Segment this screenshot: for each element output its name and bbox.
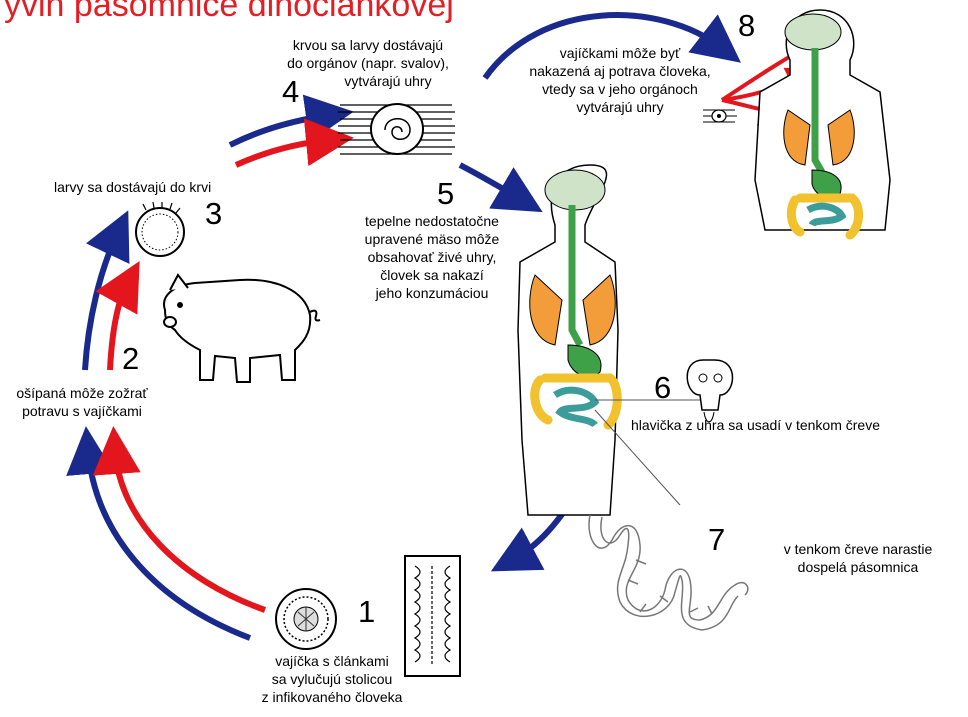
step-5-line-1: tepelne nedostatočne <box>332 212 532 230</box>
step-4-text: krvou sa larvy dostávajú do orgánov (nap… <box>268 36 468 90</box>
step-4-line-2: do orgánov (napr. svalov), <box>268 54 468 72</box>
step-5-number: 5 <box>437 178 454 210</box>
step-1-line-3: z infikovaného človeka <box>242 688 422 706</box>
arrow-1-to-2-red <box>115 450 265 610</box>
step-5-line-5: jeho konzumáciou <box>332 284 532 302</box>
step-2-number: 2 <box>122 343 139 375</box>
step-4-line-1: krvou sa larvy dostávajú <box>268 36 468 54</box>
pig-icon <box>164 275 320 382</box>
step-8-text: vajíčkami môže byť nakazená aj potrava č… <box>500 44 740 116</box>
step-6-number: 6 <box>654 372 671 404</box>
step-3-number: 3 <box>205 198 222 230</box>
step-3-line-1: larvy sa dostávajú do krvi <box>54 178 274 196</box>
step-5-line-4: človek sa nakazí <box>332 266 532 284</box>
step-6-text: hlavička z uhra sa usadí v tenkom čreve <box>631 416 961 434</box>
step-6-line-1: hlavička z uhra sa usadí v tenkom čreve <box>631 416 961 434</box>
step-7-number: 7 <box>708 524 725 556</box>
step-2-text: ošípaná môže zožrať potravu s vajíčkami <box>2 384 162 420</box>
step-7-text: v tenkom čreve narastie dospelá pásomnic… <box>748 540 968 576</box>
step-7-line-2: dospelá pásomnica <box>748 558 968 576</box>
scolex-icon <box>687 360 732 422</box>
step-2-line-1: ošípaná môže zožrať <box>2 384 162 402</box>
human-torso-icon <box>755 10 890 235</box>
arrow-1-to-2-blue <box>88 450 250 638</box>
step-1-number: 1 <box>358 596 375 628</box>
larva-icon <box>136 202 184 256</box>
step-1-line-2: sa vylučujú stolicou <box>242 670 422 688</box>
arrow-4-to-5-blue <box>460 165 522 200</box>
step-5-line-3: obsahovať živé uhry, <box>332 248 532 266</box>
egg-icon <box>276 589 336 649</box>
step-8-line-2: nakazená aj potrava človeka, <box>500 62 740 80</box>
arrow-3-to-4-red <box>236 140 330 165</box>
step-2-line-2: potravu s vajíčkami <box>2 402 162 420</box>
step-7-line-1: v tenkom čreve narastie <box>748 540 968 558</box>
step-8-line-3: vtedy sa v jeho orgánoch <box>500 80 740 98</box>
step-8-line-4: vytvárajú uhry <box>500 98 740 116</box>
step-3-text: larvy sa dostávajú do krvi <box>54 178 274 196</box>
step-5-line-2: upravené mäso môže <box>332 230 532 248</box>
step-5-text: tepelne nedostatočne upravené mäso môže … <box>332 212 532 302</box>
step-4-line-3: vytvárajú uhry <box>268 72 468 90</box>
step-1-text: vajíčka s článkami sa vylučujú stolicou … <box>242 652 422 706</box>
human-body-icon <box>518 165 618 515</box>
step-8-number: 8 <box>738 10 755 42</box>
cyst-icon <box>338 104 455 154</box>
step-1-line-1: vajíčka s článkami <box>242 652 422 670</box>
step-8-line-1: vajíčkami môže byť <box>500 44 740 62</box>
